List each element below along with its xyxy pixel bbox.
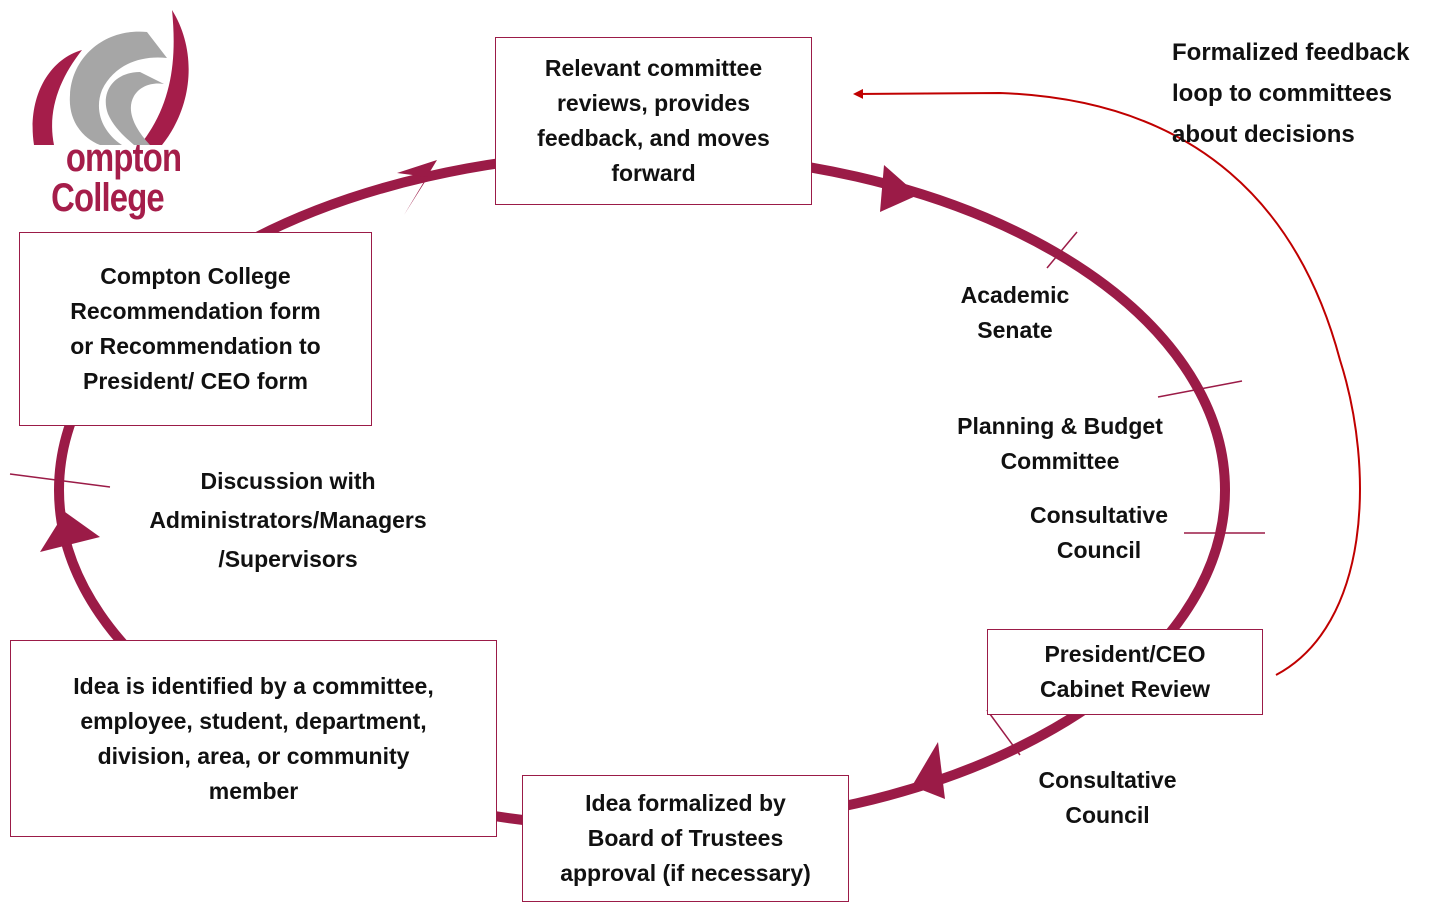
tick-planning-budget <box>1157 380 1243 398</box>
consultative-council-upper-label: Consultative Council <box>1029 502 1169 563</box>
academic-senate-label: Academic Senate <box>960 282 1070 343</box>
cabinet-review-box: President/CEO Cabinet Review <box>987 629 1263 715</box>
recommendation-form-text: Compton College Recommendation form or R… <box>70 263 321 394</box>
idea-identified-text: Idea is identified by a committee, emplo… <box>73 672 434 804</box>
committee-review-box: Relevant committee reviews, provides fee… <box>495 37 812 205</box>
discussion-label: Discussion with Administrators/Managers … <box>149 468 427 572</box>
cycle-arrowhead-bottom-right <box>912 742 945 799</box>
logo-text-line1: ompton <box>65 136 182 180</box>
tick-consultative-lower <box>986 709 1021 756</box>
feedback-loop-label: Formalized feedback loop to committees a… <box>1172 39 1410 148</box>
logo-emblem-icon <box>32 10 189 146</box>
committee-review-text: Relevant committee reviews, provides fee… <box>537 55 770 186</box>
tick-discussion <box>9 473 111 488</box>
logo-text-line2: College <box>51 176 165 220</box>
cycle-arrowhead-left <box>40 512 100 552</box>
compton-college-logo: ompton College <box>22 10 197 220</box>
cycle-arrowhead-top-right <box>880 165 918 212</box>
tick-academic-senate <box>1046 231 1078 269</box>
board-approval-box: Idea formalized by Board of Trustees app… <box>522 775 849 902</box>
recommendation-form-box: Compton College Recommendation form or R… <box>19 232 372 426</box>
consultative-council-lower-label: Consultative Council <box>1038 767 1177 828</box>
cycle-arrowhead-top-left <box>397 160 437 215</box>
cabinet-review-text: President/CEO Cabinet Review <box>1040 641 1210 702</box>
feedback-loop-arrow <box>853 88 1361 676</box>
planning-budget-label: Planning & Budget Committee <box>957 413 1163 474</box>
board-approval-text: Idea formalized by Board of Trustees app… <box>560 790 811 886</box>
idea-identified-box: Idea is identified by a committee, emplo… <box>10 640 497 837</box>
